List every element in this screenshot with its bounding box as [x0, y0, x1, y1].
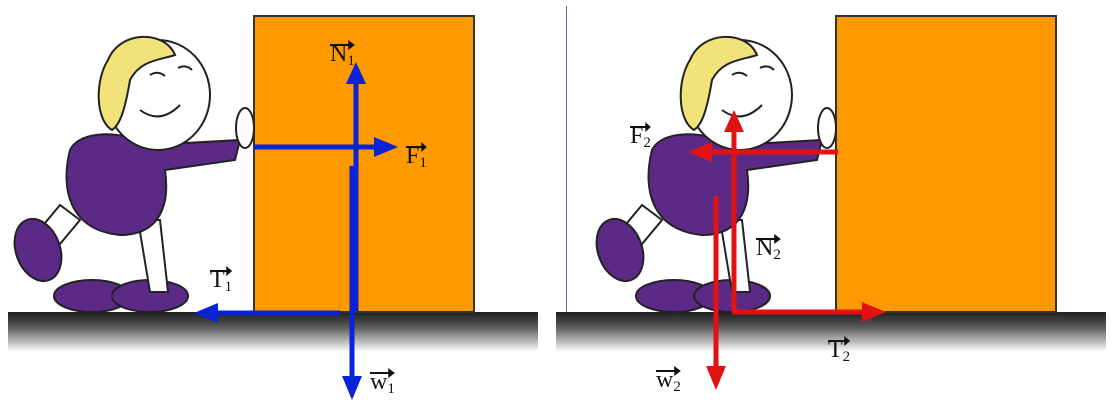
girl-figure [13, 35, 255, 313]
left-scene [8, 15, 538, 400]
label-f2: F2 [630, 122, 651, 151]
box [253, 15, 475, 313]
left-panel: N1 F1 T1 w1 [8, 15, 538, 400]
label-w2: w2 [656, 366, 681, 395]
label-n1: N1 [330, 40, 355, 69]
box [835, 15, 1057, 313]
left-forces [194, 62, 398, 400]
right-panel: F2 N2 T2 w2 [556, 0, 1112, 403]
friction-force-arrowhead [862, 302, 886, 322]
ground [556, 312, 1106, 352]
label-n2: N2 [756, 234, 781, 263]
ground [8, 312, 538, 352]
panel-divider [566, 6, 567, 316]
right-forces [688, 110, 886, 390]
label-t2: T2 [828, 336, 851, 365]
weight-force-arrowhead [706, 366, 726, 390]
label-w1: w1 [370, 368, 395, 397]
girl-figure [595, 35, 837, 313]
label-t1: T1 [210, 266, 233, 295]
label-f1: F1 [406, 142, 427, 171]
weight-force-arrowhead [342, 376, 362, 400]
push-force-arrowhead [374, 137, 398, 157]
push-force-arrowhead [688, 142, 712, 162]
normal-force-arrowhead [346, 62, 366, 84]
normal-force-arrowhead [724, 110, 744, 132]
friction-force-arrowhead [194, 303, 218, 323]
right-scene [556, 15, 1106, 390]
